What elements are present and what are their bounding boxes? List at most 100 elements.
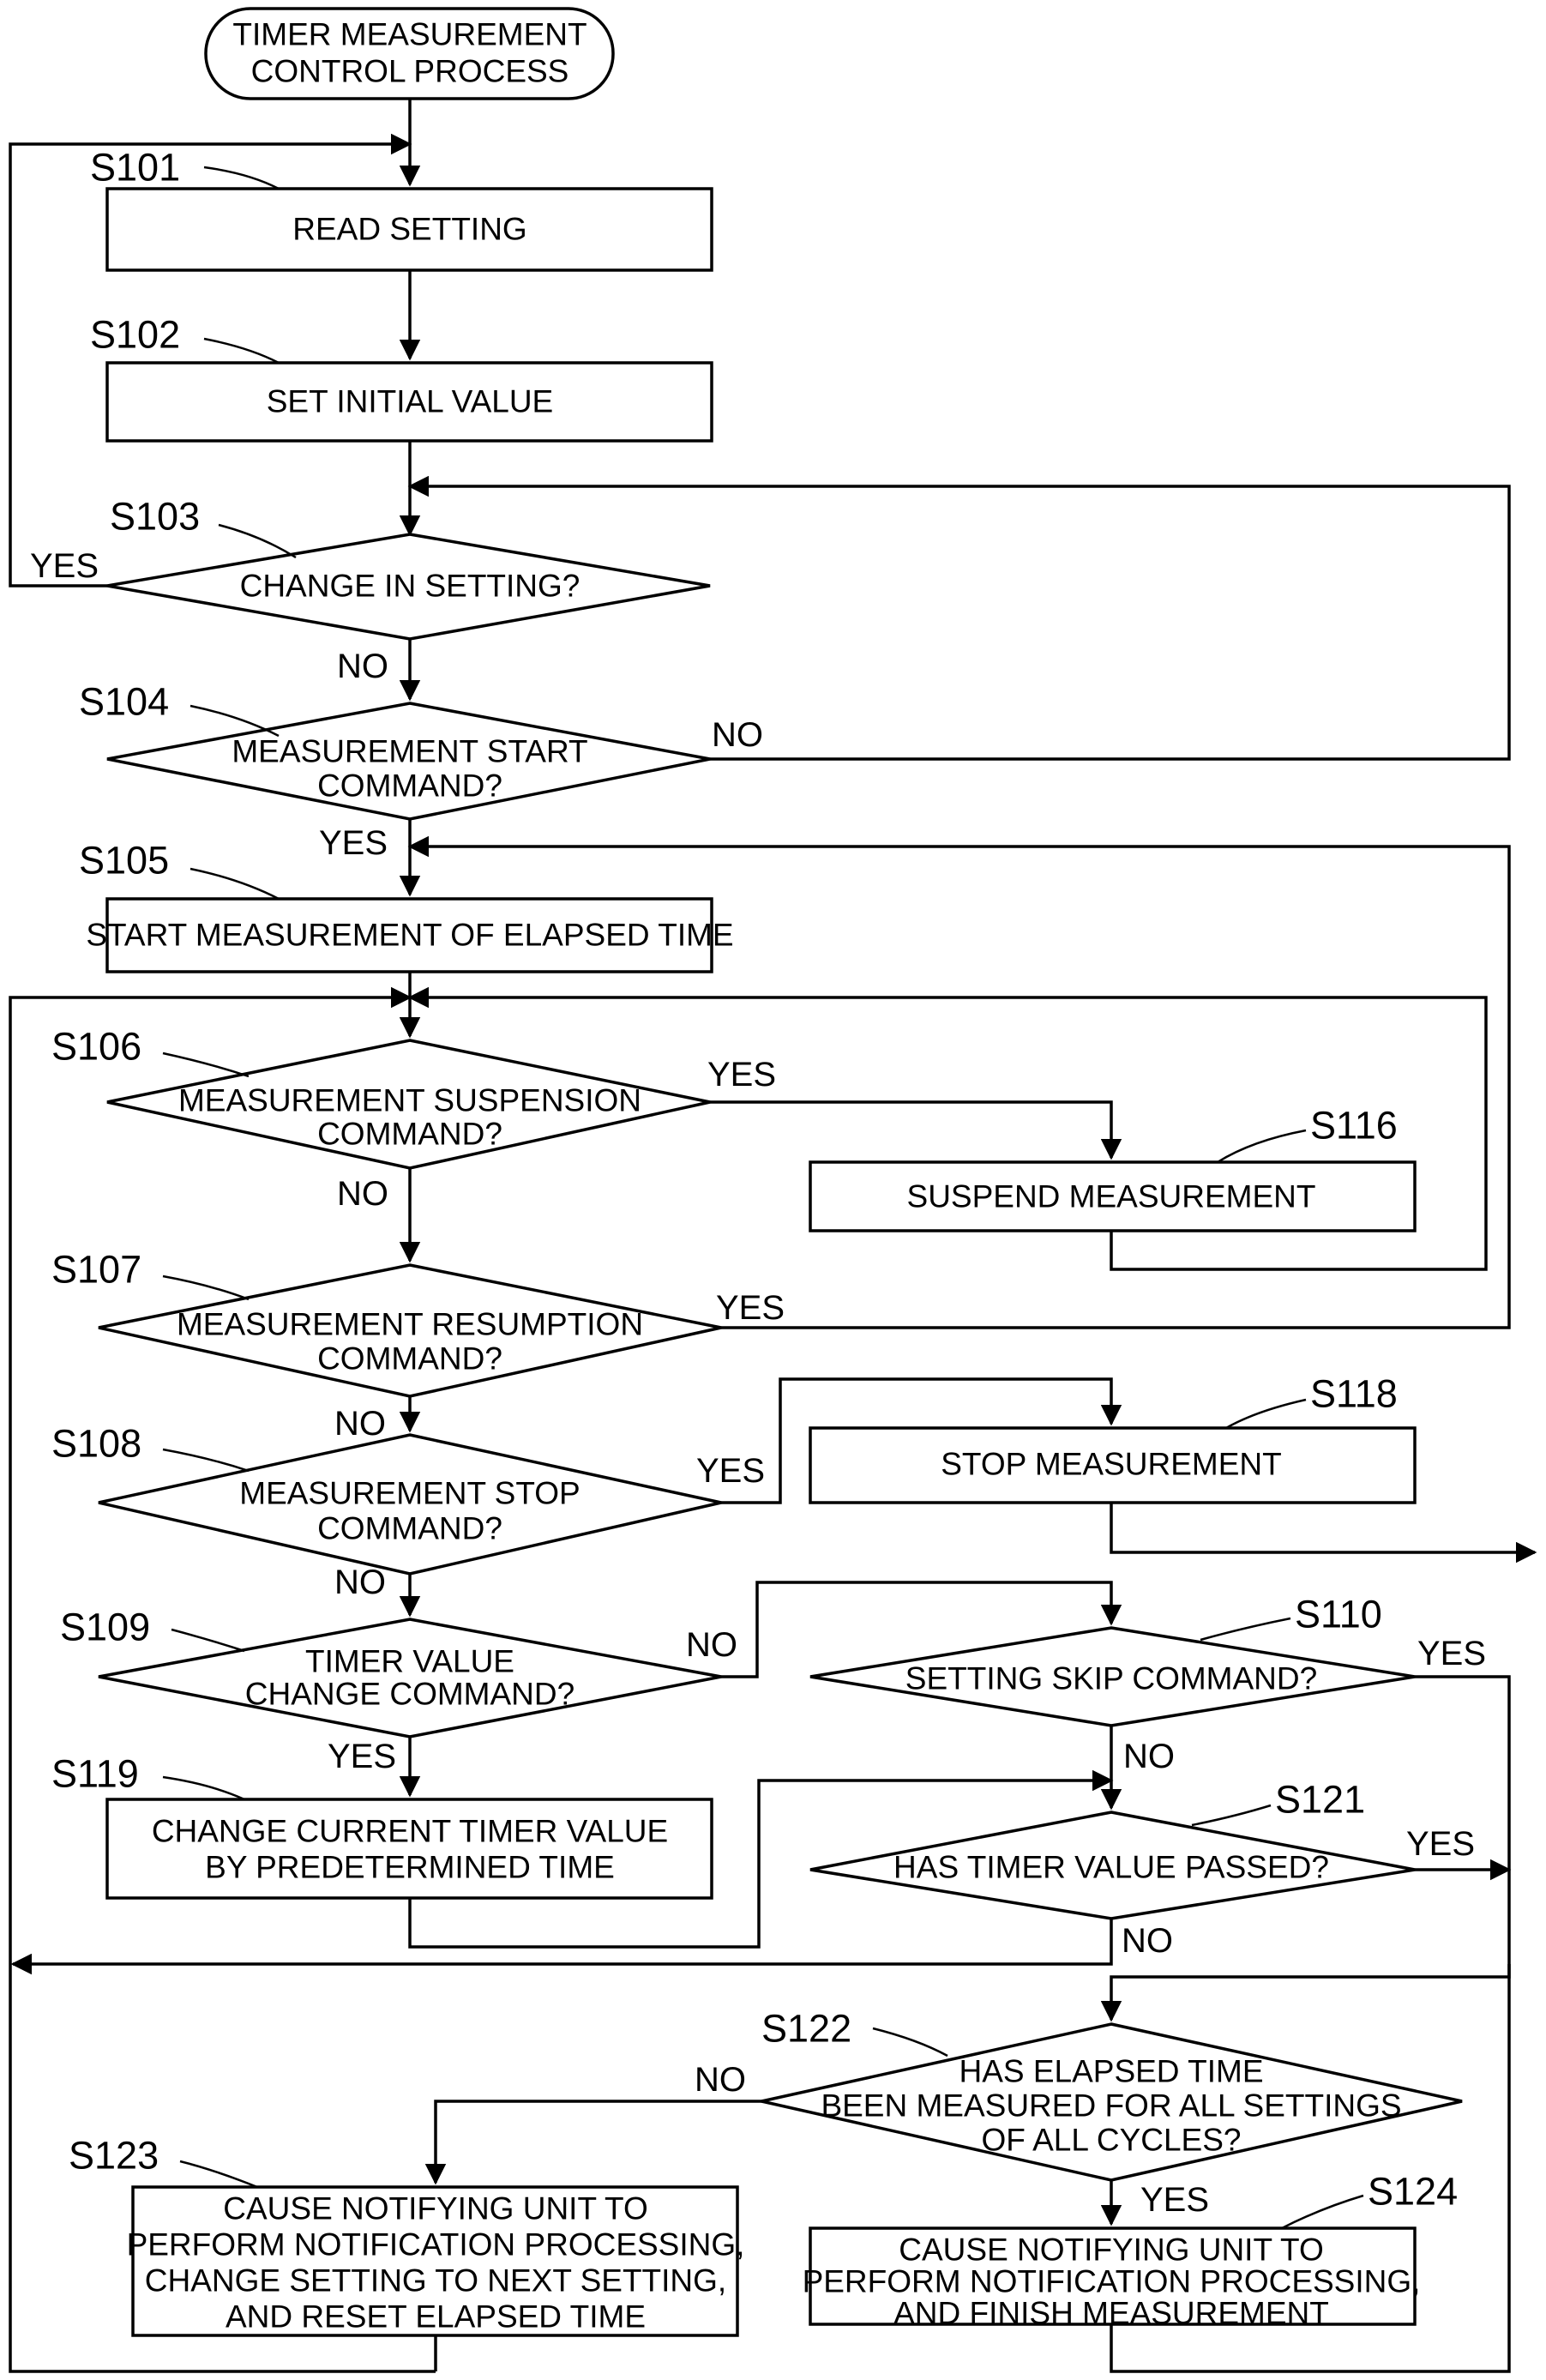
s110-yes-label: YES bbox=[1417, 1635, 1486, 1672]
s124-leader bbox=[1282, 2196, 1363, 2228]
s119-text-line2: BY PREDETERMINED TIME bbox=[205, 1850, 615, 1885]
s106-text-line2: COMMAND? bbox=[317, 1117, 502, 1152]
s119-text-line1: CHANGE CURRENT TIMER VALUE bbox=[152, 1814, 668, 1849]
s118-leader bbox=[1226, 1400, 1306, 1428]
s110-label: S110 bbox=[1295, 1593, 1382, 1636]
s106-text-line1: MEASUREMENT SUSPENSION bbox=[178, 1083, 641, 1118]
node-s101: READ SETTING bbox=[107, 189, 712, 270]
s122-label: S122 bbox=[761, 2007, 851, 2051]
s107-text-line1: MEASUREMENT RESUMPTION bbox=[177, 1307, 643, 1342]
node-s119: CHANGE CURRENT TIMER VALUE BY PREDETERMI… bbox=[107, 1799, 712, 1898]
node-s123: CAUSE NOTIFYING UNIT TO PERFORM NOTIFICA… bbox=[127, 2187, 745, 2335]
s107-text-line2: COMMAND? bbox=[317, 1341, 502, 1377]
s109-leader bbox=[171, 1630, 244, 1651]
s124-text-line2: PERFORM NOTIFICATION PROCESSING, bbox=[803, 2264, 1421, 2299]
s102-leader bbox=[204, 339, 279, 363]
s116-text: SUSPEND MEASUREMENT bbox=[907, 1179, 1316, 1214]
s109-yes-label: YES bbox=[328, 1738, 396, 1775]
s118-text: STOP MEASUREMENT bbox=[941, 1447, 1281, 1482]
s122-text-line1: HAS ELAPSED TIME bbox=[959, 2054, 1263, 2089]
node-s103: CHANGE IN SETTING? bbox=[107, 534, 710, 639]
s109-label: S109 bbox=[60, 1606, 150, 1649]
s124-text-line1: CAUSE NOTIFYING UNIT TO bbox=[899, 2232, 1323, 2268]
branch-labels: YES NO NO YES YES NO YES NO YES NO NO YE… bbox=[30, 547, 1486, 2219]
start-terminal: TIMER MEASUREMENT CONTROL PROCESS bbox=[206, 9, 613, 99]
node-s109: TIMER VALUE CHANGE COMMAND? bbox=[99, 1619, 721, 1737]
s104-yes-label: YES bbox=[319, 824, 388, 862]
start-line2: CONTROL PROCESS bbox=[251, 54, 569, 89]
s110-leader bbox=[1200, 1618, 1290, 1640]
node-s116: SUSPEND MEASUREMENT bbox=[810, 1162, 1415, 1231]
s101-text: READ SETTING bbox=[292, 212, 526, 247]
s107-no-label: NO bbox=[334, 1405, 386, 1443]
s106-label: S106 bbox=[51, 1025, 141, 1069]
s119-leader bbox=[163, 1777, 244, 1799]
s121-no-label: NO bbox=[1122, 1922, 1173, 1960]
s123-text-line3: CHANGE SETTING TO NEXT SETTING, bbox=[145, 2263, 726, 2299]
s103-leader bbox=[219, 525, 296, 557]
s121-yes-label: YES bbox=[1406, 1825, 1475, 1863]
s124-label: S124 bbox=[1368, 2170, 1458, 2214]
s123-text-line4: AND RESET ELAPSED TIME bbox=[226, 2299, 646, 2335]
edge-s104-no-loop bbox=[410, 486, 1509, 759]
s108-leader bbox=[163, 1449, 249, 1471]
s109-text-line2: CHANGE COMMAND? bbox=[245, 1677, 574, 1712]
s106-yes-label: YES bbox=[707, 1056, 776, 1094]
s122-no-label: NO bbox=[695, 2061, 746, 2099]
s106-no-label: NO bbox=[337, 1175, 388, 1213]
s123-label: S123 bbox=[69, 2134, 159, 2178]
edge-s121-no-to-left-rail bbox=[13, 1919, 1111, 1964]
s122-text-line2: BEEN MEASURED FOR ALL SETTINGS bbox=[821, 2088, 1401, 2124]
s108-text-line2: COMMAND? bbox=[317, 1511, 502, 1546]
node-s124: CAUSE NOTIFYING UNIT TO PERFORM NOTIFICA… bbox=[803, 2228, 1421, 2331]
node-s102: SET INITIAL VALUE bbox=[107, 363, 712, 441]
node-s107: MEASUREMENT RESUMPTION COMMAND? bbox=[99, 1265, 721, 1396]
s105-leader bbox=[190, 869, 279, 899]
s110-text: SETTING SKIP COMMAND? bbox=[905, 1661, 1317, 1696]
s121-label: S121 bbox=[1275, 1778, 1365, 1822]
start-line1: TIMER MEASUREMENT bbox=[232, 17, 587, 52]
s103-yes-label: YES bbox=[30, 547, 99, 585]
s116-label: S116 bbox=[1310, 1104, 1398, 1148]
s123-text-line2: PERFORM NOTIFICATION PROCESSING, bbox=[127, 2227, 745, 2263]
s107-label: S107 bbox=[51, 1248, 141, 1292]
s122-leader bbox=[873, 2028, 947, 2056]
s119-label: S119 bbox=[51, 1752, 139, 1796]
s104-no-label: NO bbox=[712, 716, 763, 754]
s110-no-label: NO bbox=[1123, 1738, 1175, 1775]
s109-no-label: NO bbox=[686, 1626, 737, 1664]
node-s106: MEASUREMENT SUSPENSION COMMAND? bbox=[107, 1040, 710, 1168]
s103-label: S103 bbox=[110, 495, 200, 539]
s118-label: S118 bbox=[1310, 1372, 1398, 1416]
s103-no-label: NO bbox=[337, 648, 388, 685]
s108-label: S108 bbox=[51, 1422, 141, 1466]
s102-label: S102 bbox=[90, 313, 180, 357]
s103-text: CHANGE IN SETTING? bbox=[240, 569, 581, 604]
s122-text-line3: OF ALL CYCLES? bbox=[982, 2123, 1242, 2158]
s105-label: S105 bbox=[79, 839, 169, 883]
s123-leader bbox=[180, 2161, 257, 2187]
s108-yes-label: YES bbox=[696, 1452, 765, 1490]
s101-leader bbox=[204, 167, 279, 189]
s108-no-label: NO bbox=[334, 1564, 386, 1601]
node-s121: HAS TIMER VALUE PASSED? bbox=[810, 1812, 1415, 1919]
s104-text-line1: MEASUREMENT START bbox=[232, 734, 587, 769]
s108-text-line1: MEASUREMENT STOP bbox=[239, 1476, 580, 1511]
s102-text: SET INITIAL VALUE bbox=[267, 384, 553, 419]
s101-label: S101 bbox=[90, 146, 180, 190]
edge-s106-yes-to-s116 bbox=[710, 1102, 1111, 1158]
s121-text: HAS TIMER VALUE PASSED? bbox=[893, 1850, 1329, 1885]
s124-text-line3: AND FINISH MEASUREMENT bbox=[893, 2296, 1329, 2331]
s116-leader bbox=[1218, 1130, 1306, 1162]
s104-label: S104 bbox=[79, 680, 169, 724]
node-s105: START MEASUREMENT OF ELAPSED TIME bbox=[86, 899, 733, 972]
node-s118: STOP MEASUREMENT bbox=[810, 1428, 1415, 1503]
node-s110: SETTING SKIP COMMAND? bbox=[810, 1628, 1415, 1726]
s123-text-line1: CAUSE NOTIFYING UNIT TO bbox=[223, 2191, 647, 2226]
edge-s118-out-right bbox=[1111, 1503, 1535, 1552]
node-s104: MEASUREMENT START COMMAND? bbox=[107, 703, 710, 819]
s105-text: START MEASUREMENT OF ELAPSED TIME bbox=[86, 918, 733, 953]
s107-leader bbox=[163, 1276, 249, 1299]
s106-leader bbox=[163, 1053, 249, 1076]
